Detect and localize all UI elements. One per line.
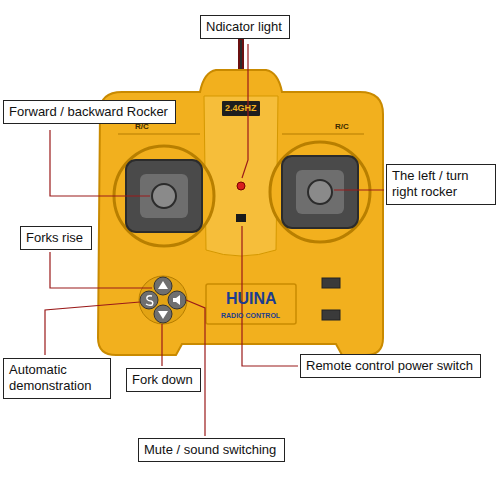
right-stick-gimbal	[282, 156, 358, 228]
speaker-icon	[173, 295, 180, 305]
brand-mark: R/C	[135, 123, 149, 131]
leader-line	[50, 252, 152, 288]
fork-down-button	[154, 305, 172, 323]
name-plate	[206, 284, 296, 324]
right-stick-housing	[270, 142, 370, 242]
callout-label: Ndicator light	[206, 19, 284, 35]
callout-box: Mute / sound switching	[138, 438, 285, 462]
antenna-core	[240, 40, 242, 70]
callout-label: Automatic demonstration	[9, 362, 105, 395]
callout-box: Remote control power switch	[300, 354, 481, 378]
callout-label: Remote control power switch	[306, 358, 475, 374]
callout-label: Forward / backward Rocker	[9, 104, 170, 120]
up-arrow-icon	[158, 281, 168, 289]
brand-mark: R/C	[335, 123, 349, 131]
trim-line	[118, 134, 364, 135]
center-panel	[204, 96, 278, 256]
leader-line	[334, 189, 384, 190]
sound-button	[168, 291, 186, 309]
callout-box: Ndicator light	[200, 15, 290, 39]
callout-box: Forward / backward Rocker	[3, 100, 176, 124]
power-switch	[236, 214, 246, 222]
callout-box: Fork down	[126, 368, 201, 392]
button-pad	[139, 276, 187, 324]
indicator-light	[237, 182, 245, 190]
leader-line	[50, 130, 150, 196]
frequency-plate	[222, 101, 260, 116]
down-arrow-icon	[158, 311, 168, 319]
callout-label: Forks rise	[26, 230, 86, 246]
callout-box: Automatic demonstration	[3, 358, 111, 399]
brand-name: HUINA	[226, 291, 277, 307]
callout-box: The left / turn right rocker	[386, 164, 496, 205]
demo-button	[140, 291, 158, 309]
left-stick	[152, 184, 176, 208]
fork-rise-button	[154, 277, 172, 295]
demo-icon	[146, 296, 153, 306]
leader-line	[161, 324, 162, 366]
frequency-label: 2.4GHZ	[225, 104, 257, 113]
callout-label: Mute / sound switching	[144, 442, 279, 458]
leader-line	[45, 302, 140, 355]
antenna	[238, 36, 244, 72]
callout-label: Fork down	[132, 372, 195, 388]
brand-subtitle: RADIO CONTROL	[221, 312, 280, 319]
right-stick-plate	[296, 170, 344, 214]
trim-switch	[322, 310, 340, 320]
callout-box: Forks rise	[20, 226, 92, 250]
callout-label: The left / turn right rocker	[392, 168, 490, 201]
trim-switch	[322, 278, 340, 288]
right-stick	[308, 180, 332, 204]
